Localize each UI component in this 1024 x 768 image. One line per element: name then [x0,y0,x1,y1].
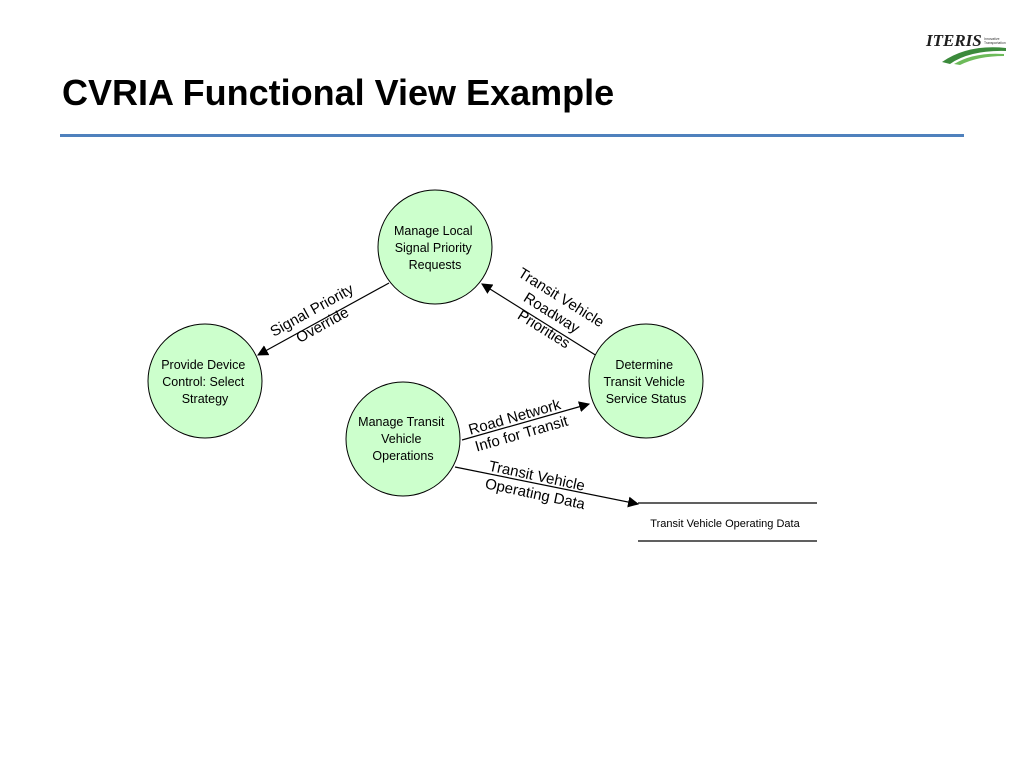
flow-arrow-signal-priority-override [257,282,390,356]
process-label: Manage Local Signal Priority Requests [394,224,476,272]
page-title: CVRIA Functional View Example [62,72,615,113]
flow-arrow-transit-vehicle-operating-data [454,466,640,508]
iteris-logo: ITERIS Innovative Transportation [925,31,1006,65]
logo-tagline-line-2: Transportation [984,41,1006,45]
flow-arrow-road-network-info [461,401,591,441]
process-circle [588,323,704,439]
logo-road-swoosh [942,47,1006,64]
flow-arrow-transit-vehicle-roadway-priorities [481,283,598,357]
process-provide-device-control: Provide Device Control: Select Strategy [147,323,263,439]
process-label: Manage Transit Vehicle Operations [358,415,448,463]
process-label: Provide Device Control: Select Strategy [161,358,249,406]
title-divider [60,134,964,137]
process-circle [147,323,263,439]
flow-label-transit-vehicle-operating-data: Transit Vehicle Operating Data [483,458,591,514]
process-determine-transit-vehicle-service-status: Determine Transit Vehicle Service Status [588,323,704,439]
logo-wordmark: ITERIS [925,31,982,50]
flow-label-road-network-info: Road Network Info for Transit [467,395,572,456]
process-manage-local-signal-priority-requests: Manage Local Signal Priority Requests [377,189,493,305]
data-store-label: Transit Vehicle Operating Data [650,518,800,530]
process-circle [377,189,493,305]
process-label: Determine Transit Vehicle Service Status [603,358,688,406]
logo-road-swoosh-light [954,53,1004,65]
logo-tagline-line-1: Innovative [984,37,1000,41]
process-manage-transit-vehicle-operations: Manage Transit Vehicle Operations [345,381,461,497]
process-circle [345,381,461,497]
flow-label-signal-priority-override: Signal Priority Override [267,279,369,357]
data-store-transit-vehicle-operating-data: Transit Vehicle Operating Data [638,502,817,542]
flow-label-transit-vehicle-roadway-priorities: Transit Vehicle Roadway Priorities [496,265,611,364]
